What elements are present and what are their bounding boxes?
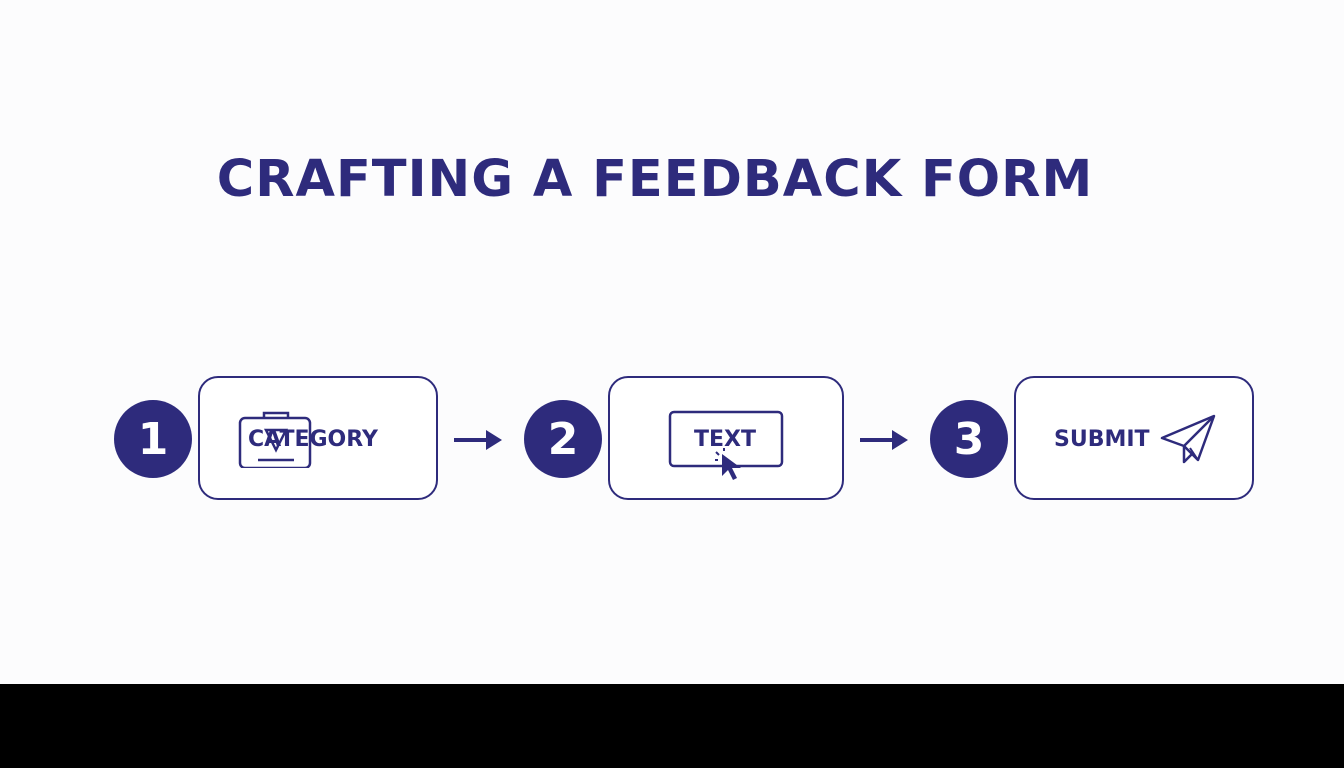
step-1-box: CATEGORY [198,376,438,500]
step-3-box: SUBMIT [1014,376,1254,500]
paper-plane-icon [1160,414,1216,464]
diagram-title: CRAFTING A FEEDBACK FORM [216,150,1094,209]
category-tag-icon [238,411,312,468]
arrow-right-icon [454,430,502,450]
step-1-label: CATEGORY [248,427,378,452]
arrow-right-icon [860,430,908,450]
step-3-number: 3 [930,400,1008,478]
step-1-number: 1 [114,400,192,478]
step-2-box: TEXT [608,376,844,500]
step-2-label: TEXT [694,427,757,452]
bottom-bar [0,684,1344,768]
step-3-label: SUBMIT [1054,427,1150,452]
step-2-number: 2 [524,400,602,478]
diagram-canvas: CRAFTING A FEEDBACK FORM 1 CATEGORY 2 TE… [114,150,1254,500]
cursor-icon [715,448,741,480]
